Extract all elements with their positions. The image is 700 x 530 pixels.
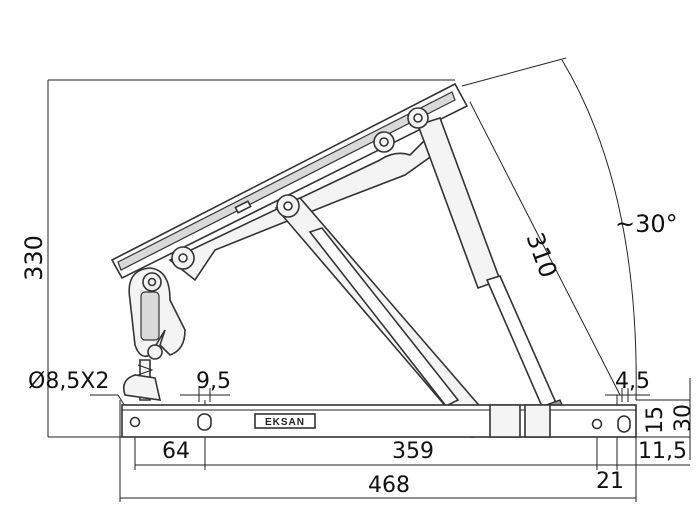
brand-label: EKSAN [265, 417, 305, 428]
dim-slot-width-right: 4,5 [615, 369, 650, 394]
dim-total: 468 [368, 473, 410, 498]
dim-height-total: 330 [20, 235, 48, 281]
base-plate [121, 404, 637, 438]
dim-gas-spring-length: 310 [521, 229, 563, 282]
dim-plate-height-large: 30 [671, 404, 696, 432]
dim-angle: ~30° [615, 210, 678, 238]
dim-left: 64 [162, 439, 190, 464]
dim-slot-width-left: 9,5 [196, 369, 231, 394]
dim-offset-right: 11,5 [638, 439, 687, 464]
dim-plate-height-small: 15 [643, 406, 668, 434]
brand-label-box [254, 413, 316, 429]
dim-hole-diameter: Ø8,5X2 [28, 369, 109, 394]
dim-right: 21 [596, 469, 624, 494]
left-pivot-mechanism [122, 267, 186, 401]
dim-middle: 359 [392, 439, 434, 464]
